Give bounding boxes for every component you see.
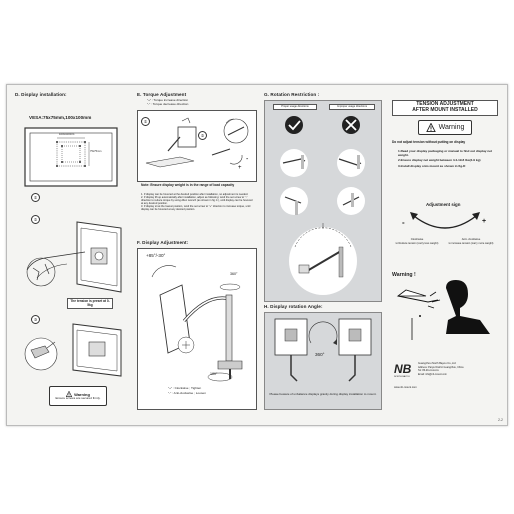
company-tel: Tel: 86-20-xxxxxxxx — [418, 369, 439, 373]
torque-step-2: ② — [198, 131, 207, 140]
tension-warning-label: Warning — [438, 124, 465, 131]
page-number: 2-2 — [497, 418, 503, 422]
tension-warning-badge: Warning — [418, 120, 472, 135]
anticlockwise-legend: Anti- clockwise to increase tension (car… — [446, 237, 496, 245]
section-f-title: F. Display Adjustment: — [137, 240, 189, 245]
mounting-diagram — [17, 218, 127, 298]
beware-caution: Please beware of unbalance displays grav… — [269, 392, 377, 396]
minus-sign: - — [402, 218, 405, 227]
tension-step-3: 3.Install display onto mount as shown in… — [398, 163, 466, 168]
screw-diagram — [17, 320, 127, 380]
display-adjustment-diagram: +85°/-30° 360° 180° "+" : Clockwise ; Ti… — [137, 248, 257, 410]
tension-title-1: TENSION ADJUSTMENT — [416, 101, 474, 107]
section-tension-adjustment: TENSION ADJUSTMENT AFTER MOUNT INSTALLED… — [388, 90, 500, 412]
warning-text: Ensure screws are secured firmly. — [55, 396, 101, 401]
company-info: Guangzhou North Bayou Co.,Ltd Address: P… — [418, 362, 498, 376]
tension-step-1: 1.Read your display packaging or manual … — [398, 149, 493, 157]
torque-notes: 1. If display can be hovered at the desi… — [141, 193, 253, 211]
torque-note-1: 1. If display can be hovered at the desi… — [141, 193, 249, 196]
display-rotation-panel: 360° Please beware of unbalance displays… — [264, 312, 382, 410]
anticlockwise-text: to increase tension (carry more weight) — [448, 241, 494, 245]
step-3-marker: ③ — [31, 315, 40, 324]
anticlockwise-title: Anti- clockwise — [461, 237, 481, 241]
rotation-angle-label: 360° — [315, 352, 325, 357]
swivel-label: 180° — [210, 372, 218, 376]
vesa-label: VESA:75x75mm,100x100mm — [29, 115, 92, 120]
clockwise-legend: Clockwise to Reduce tension (carry less … — [394, 237, 440, 245]
warning-2-label: Warning ! — [392, 272, 416, 278]
instruction-sheet: D. Display installation: VESA:75x75mm,10… — [6, 84, 508, 426]
rotation-panel: Proper usage directions Improper usage d… — [264, 100, 382, 302]
nb-logo-text: NB — [394, 362, 412, 376]
warning-box-screws: Warning Ensure screws are secured firmly… — [49, 386, 107, 406]
nb-brand-text: NORTH BAYOU — [394, 376, 410, 378]
vesa-diagram: 100x100mm 75x75mm — [21, 124, 121, 190]
check-icon — [285, 116, 303, 134]
warning-triangle-icon — [425, 123, 436, 132]
rotate-label: 360° — [230, 272, 238, 276]
tension-preset-note: The tension is preset at 0-5kg — [67, 298, 113, 310]
svg-text:-: - — [246, 156, 249, 163]
torque-note-3: 3. If display sit at the lowest position… — [141, 205, 251, 211]
torque-plus-desc: "+" : Torque increase direction — [147, 98, 189, 102]
step-1-marker: ① — [31, 193, 40, 202]
tension-header: TENSION ADJUSTMENT AFTER MOUNT INSTALLED — [392, 100, 498, 116]
tilt-angle-label: +85°/-30° — [146, 253, 166, 258]
section-rotation-restriction: G. Rotation Restriction : Proper usage d… — [262, 90, 382, 412]
company-email: Email: info@nb-mount.com — [418, 372, 447, 376]
cross-icon — [342, 116, 360, 134]
vesa-75-label: 75x75mm — [90, 150, 102, 153]
warning-triangle-icon — [66, 391, 73, 398]
section-display-installation: D. Display installation: VESA:75x75mm,10… — [13, 90, 130, 412]
torque-note-2: 2. If display lift up automatically afte… — [141, 196, 253, 205]
warning-title: Warning — [74, 391, 90, 397]
improper-usage-label: Improper usage directions — [329, 104, 375, 110]
svg-text:+: + — [238, 165, 242, 171]
tension-step-2: 2.Ensure display net weight between 4.4-… — [398, 158, 481, 163]
section-torque-adjustment: E. Torque Adjustment "+" : Torque increa… — [135, 90, 258, 412]
brand-footer: NB NORTH BAYOU Guangzhou North Bayou Co.… — [392, 356, 498, 406]
adjustment-arc-diagram: - + — [400, 208, 490, 238]
do-not-adjust: Do not adjust tension without putting on… — [392, 140, 466, 144]
torque-diagram: ① ② + - — [137, 110, 257, 182]
section-g-title: G. Rotation Restriction : — [264, 92, 320, 97]
section-h-title: H. Display rotation Angle: — [264, 304, 323, 309]
proper-usage-label: Proper usage directions — [273, 104, 317, 110]
head-strike-illustration — [394, 278, 498, 348]
step-2-marker: ② — [31, 215, 40, 224]
adjustment-sign-label: Adjustment sign — [426, 202, 461, 207]
torque-step-1: ① — [141, 117, 150, 126]
clockwise-title: Clockwise — [410, 237, 424, 241]
company-address: Address: Panyu District Guangzhou, China — [418, 365, 464, 369]
vesa-100-label: 100x100mm — [59, 132, 75, 136]
website: www.nb-mount.com — [394, 386, 417, 389]
tension-title-2: AFTER MOUNT INSTALLED — [412, 107, 478, 113]
section-e-title: E. Torque Adjustment — [137, 92, 187, 97]
nb-logo: NB NORTH BAYOU — [394, 362, 414, 380]
company-name: Guangzhou North Bayou Co.,Ltd — [418, 362, 456, 365]
torque-minus-desc: "-" : Torque decrease direction — [147, 102, 189, 106]
clockwise-text: to Reduce tension (carry less weight) — [395, 241, 439, 245]
tension-steps: 1.Read your display packaging or manual … — [398, 149, 494, 168]
clockwise-desc: "+" : Clockwise ; Tighten — [168, 386, 202, 390]
plus-sign: + — [482, 218, 487, 225]
section-d-title: D. Display installation: — [15, 92, 67, 97]
anticlockwise-desc: "-" : Anti-clockwise ; Loosen — [168, 391, 206, 395]
torque-note-title: Note: Ensure display weight is in the ra… — [141, 183, 235, 187]
